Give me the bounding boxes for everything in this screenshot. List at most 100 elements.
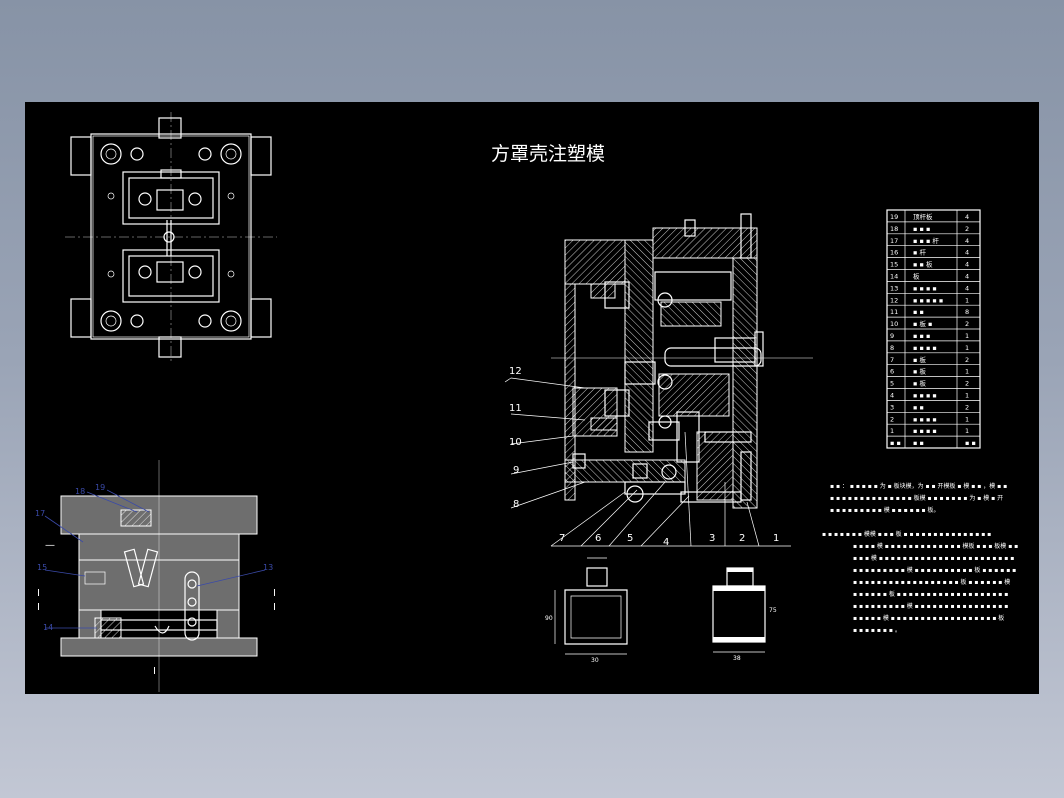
table-cell-qty: 1 (965, 332, 969, 340)
side-mark-dash: — (45, 540, 55, 551)
table-cell-name: ▪ ▪ ▪ (913, 332, 930, 340)
note-line: ▪ ▪ ▪ ▪ ▪ ▪ ▪ ▪ ▪ 模 ▪ ▪ ▪ ▪ ▪ ▪ ▪ ▪ ▪ ▪ … (853, 602, 1008, 610)
part-section-sketch: 90 30 (545, 557, 628, 664)
table-cell-no: 18 (890, 225, 898, 233)
callout-8: 8 (513, 499, 519, 510)
callout-6: 6 (595, 533, 601, 544)
top-plan-view (65, 112, 277, 364)
table-cell-no: 5 (890, 380, 894, 388)
side-callout-13: 13 (263, 563, 273, 572)
table-cell-name: ▪ ▪ ▪ 杆 (913, 236, 939, 245)
table-cell-no: 14 (890, 273, 898, 281)
callout-11: 11 (509, 403, 522, 414)
callout-9: 9 (513, 465, 519, 476)
side-section-view: 18 19 17 15 14 13 — I I I I I (35, 460, 276, 692)
table-cell-name: ▪ ▪ ▪ ▪ (913, 392, 937, 400)
dim-height-2: 75 (769, 607, 777, 614)
table-cell-no: 11 (890, 308, 898, 316)
side-callout-17: 17 (35, 509, 45, 518)
table-cell-qty: 4 (965, 273, 969, 281)
table-cell-no: 17 (890, 237, 898, 245)
side-callout-15: 15 (37, 563, 47, 572)
drawing-title: 方罩壳注塑模 (491, 143, 605, 165)
table-cell-name: ▪ 板 ▪ (913, 319, 932, 328)
table-cell-no: 10 (890, 320, 898, 328)
table-cell-qty: 4 (965, 261, 969, 269)
table-cell-name: ▪ 杆 (913, 248, 926, 257)
table-cell-no: 6 (890, 368, 894, 376)
table-cell-name: 板 (913, 272, 920, 281)
table-cell-qty: 1 (965, 296, 969, 304)
callout-4: 4 (663, 537, 669, 548)
table-cell-no: 2 (890, 415, 894, 423)
table-cell-name: ▪ 板 (913, 379, 926, 388)
note-line: ▪ ▪ ▪ ▪ ▪ ▪ ▪ ▪ ▪ 模 ▪ ▪ ▪ ▪ ▪ ▪ ▪ ▪ ▪ ▪ … (853, 566, 1016, 574)
table-cell-no: ▪ ▪ (890, 439, 901, 447)
main-section-view: 12 11 10 9 8 7 6 5 4 3 2 1 (504, 213, 813, 548)
table-cell-qty: 2 (965, 225, 969, 233)
table-cell-qty: ▪ ▪ (965, 439, 976, 447)
side-mark-bottom: I (153, 666, 156, 677)
technical-notes: ▪ ▪ ： ▪ ▪ ▪ ▪ ▪ 为 ▪ 板块模，为 ▪ ▪ 开模板 ▪ 模 ▪ … (822, 482, 1018, 634)
table-cell-no: 13 (890, 284, 898, 292)
side-callout-18: 18 (75, 487, 85, 496)
callout-7: 7 (559, 533, 565, 544)
callout-3: 3 (709, 533, 715, 544)
table-cell-qty: 1 (965, 344, 969, 352)
table-cell-name: 顶杆板 (913, 212, 933, 221)
table-cell-qty: 1 (965, 415, 969, 423)
table-cell-qty: 4 (965, 284, 969, 292)
table-cell-name: ▪ ▪ ▪ ▪ (913, 344, 937, 352)
table-cell-no: 7 (890, 356, 894, 364)
table-cell-name: ▪ ▪ (913, 403, 924, 411)
dim-height-1: 90 (545, 615, 553, 622)
table-cell-name: ▪ ▪ ▪ (913, 225, 930, 233)
callout-1: 1 (773, 533, 779, 544)
table-cell-name: ▪ 板 (913, 367, 926, 376)
note-line: ▪ ▪ ▪ ▪ 模 ▪ ▪ ▪ ▪ ▪ ▪ ▪ ▪ ▪ ▪ ▪ ▪ ▪ 模板 ▪… (853, 542, 1018, 550)
callout-10: 10 (509, 437, 522, 448)
table-cell-name: ▪ ▪ ▪ ▪ (913, 427, 937, 435)
table-cell-qty: 8 (965, 308, 969, 316)
side-callout-14: 14 (43, 623, 53, 632)
note-line: ▪ ▪ ▪ ▪ ▪ ▪ 板 ▪ ▪ ▪ ▪ ▪ ▪ ▪ ▪ ▪ ▪ ▪ ▪ ▪ … (853, 590, 1008, 598)
table-cell-qty: 1 (965, 427, 969, 435)
table-cell-qty: 4 (965, 249, 969, 257)
side-mark-left-b: I (37, 602, 40, 613)
table-cell-qty: 4 (965, 213, 969, 221)
table-cell-no: 12 (890, 296, 898, 304)
note-line: ▪ ▪ ▪ ▪ ▪ ▪ ▪ 模模 ▪ ▪ ▪ 板 ▪ ▪ ▪ ▪ ▪ ▪ ▪ ▪… (822, 530, 991, 538)
table-cell-name: ▪ ▪ (913, 439, 924, 447)
note-line: ▪ ▪ ▪ ▪ ▪ ▪ ▪ ▪ ▪ ▪ ▪ ▪ ▪ ▪ 板模 ▪ ▪ ▪ ▪ ▪… (830, 494, 1003, 502)
side-mark-right-a: I (273, 588, 276, 599)
note-line: ▪ ▪ ▪ ▪ ▪ ▪ ▪ 。 (853, 627, 901, 634)
table-cell-qty: 2 (965, 356, 969, 364)
cad-drawing: 18 19 17 15 14 13 — I I I I I 方罩壳注塑模 (35, 112, 1018, 692)
table-cell-qty: 1 (965, 392, 969, 400)
table-cell-name: ▪ ▪ ▪ ▪ (913, 415, 937, 423)
note-line: ▪ ▪ ▪ ▪ ▪ ▪ ▪ ▪ ▪ ▪ ▪ ▪ ▪ ▪ ▪ ▪ ▪ ▪ 板 ▪ … (853, 578, 1010, 586)
table-cell-no: 15 (890, 261, 898, 269)
note-line: ▪ ▪ ▪ 模 ▪ ▪ ▪ ▪ ▪ ▪ ▪ ▪ ▪ ▪ ▪ ▪ ▪ ▪ ▪ ▪ … (853, 554, 1014, 562)
note-line: ▪ ▪ ▪ ▪ ▪ 模 ▪ ▪ ▪ ▪ ▪ ▪ ▪ ▪ ▪ ▪ ▪ ▪ ▪ ▪ … (853, 614, 1004, 622)
callout-12: 12 (509, 366, 522, 377)
note-line: ▪ ▪ ▪ ▪ ▪ ▪ ▪ ▪ ▪ 模 ▪ ▪ ▪ ▪ ▪ ▪ 板。 (830, 506, 940, 514)
table-cell-name: ▪ ▪ 板 (913, 260, 933, 269)
table-cell-no: 19 (890, 213, 898, 221)
table-cell-no: 4 (890, 392, 894, 400)
table-cell-name: ▪ ▪ ▪ ▪ (913, 284, 937, 292)
table-cell-qty: 2 (965, 380, 969, 388)
table-cell-no: 3 (890, 403, 894, 411)
table-cell-name: ▪ 板 (913, 355, 926, 364)
table-cell-no: 8 (890, 344, 894, 352)
dim-width-2: 38 (733, 655, 741, 662)
side-mark-left-a: I (37, 588, 40, 599)
table-cell-no: 1 (890, 427, 894, 435)
side-callout-19: 19 (95, 483, 105, 492)
table-cell-qty: 4 (965, 237, 969, 245)
note-line: ▪ ▪ ： ▪ ▪ ▪ ▪ ▪ 为 ▪ 板块模，为 ▪ ▪ 开模板 ▪ 模 ▪ … (830, 482, 1007, 490)
table-cell-name: ▪ ▪ ▪ ▪ ▪ (913, 296, 943, 304)
side-mark-right-b: I (273, 602, 276, 613)
table-cell-no: 9 (890, 332, 894, 340)
